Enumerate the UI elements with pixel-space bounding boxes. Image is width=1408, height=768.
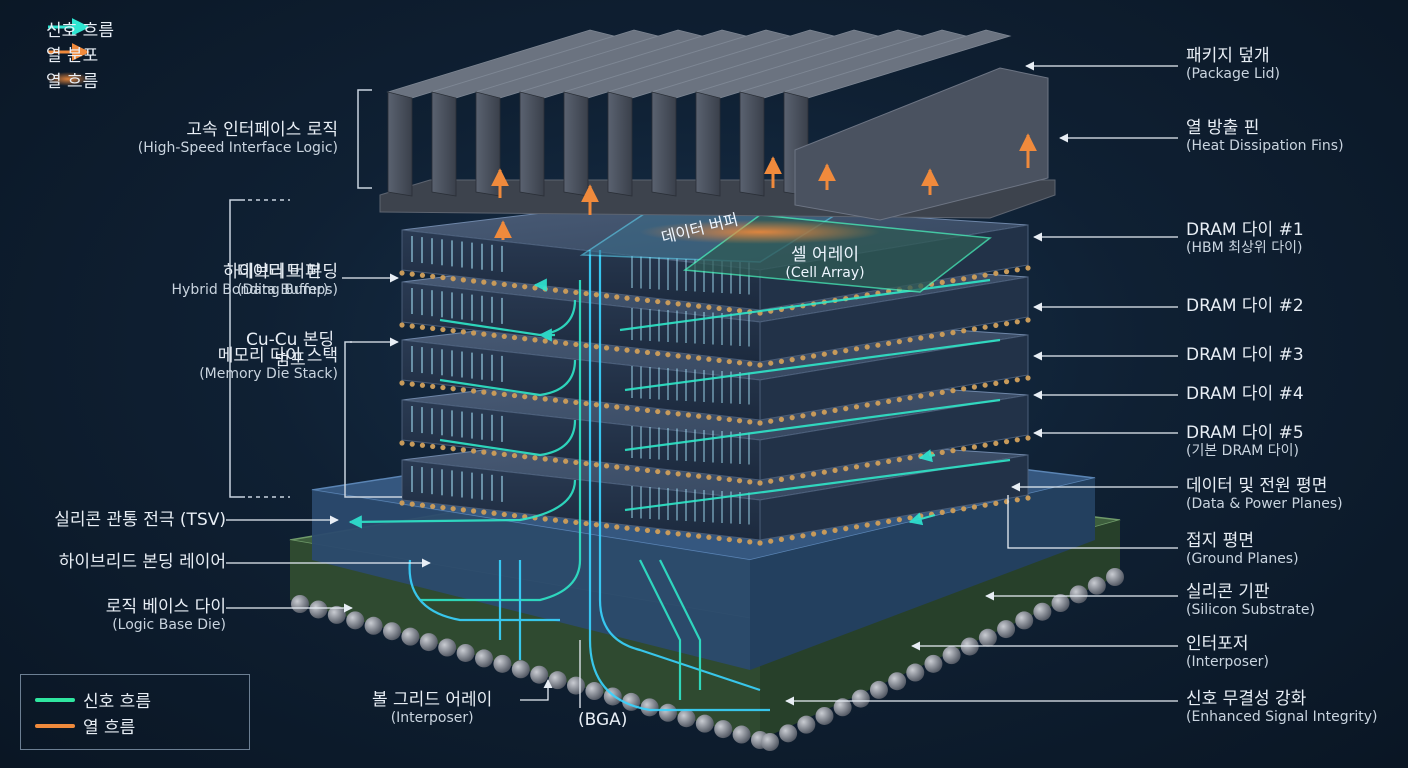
- leader-lines: [226, 61, 1178, 708]
- legend-heat-distribution: 열 분포: [46, 46, 99, 66]
- left-brackets: [229, 89, 402, 498]
- heat-glow: [640, 220, 880, 244]
- fin: [606, 29, 836, 197]
- legend-top-swatches: [46, 18, 90, 86]
- label-tsv: 실리콘 관통 전극 (TSV): [54, 510, 226, 530]
- label-dram-die-3: DRAM 다이 #3: [1186, 345, 1304, 365]
- legend-signal-flow: 신호 흐름: [46, 21, 114, 41]
- label-logic-base-die: 로직 베이스 다이(Logic Base Die): [105, 597, 226, 634]
- bga-balls: [291, 568, 1124, 751]
- label-hybrid-bonding-layer: 하이브리드 본딩 레이어: [58, 552, 226, 572]
- label-dram-die-2: DRAM 다이 #2: [1186, 296, 1304, 316]
- label-silicon-substrate: 실리콘 기판(Silicon Substrate): [1186, 582, 1315, 619]
- label-heat-fins: 열 방출 핀(Heat Dissipation Fins): [1186, 118, 1344, 155]
- interposer-front: [312, 490, 750, 670]
- label-dram-die-5: DRAM 다이 #5(기본 DRAM 다이): [1186, 423, 1304, 460]
- substrate-side: [760, 520, 1120, 740]
- heat-arrows: [491, 133, 1037, 240]
- label-ground-planes: 접지 평면(Ground Planes): [1186, 531, 1299, 568]
- legend-box: 신호 흐름 열 흐름: [20, 674, 250, 750]
- interposer-side: [750, 478, 1095, 670]
- legend-heat-flow: 열 흐름: [46, 72, 99, 92]
- onchip-cell-array: 셀 어레이 (Cell Array): [785, 245, 865, 281]
- heat-dissipation-fins: [386, 29, 1049, 221]
- fin: [386, 29, 616, 197]
- signal-traces: [348, 250, 1011, 712]
- label-signal-integrity: 신호 무결성 강화(Enhanced Signal Integrity): [1186, 689, 1378, 726]
- label-package-lid: 패키지 덮개(Package Lid): [1186, 46, 1280, 83]
- fin: [518, 29, 748, 197]
- fin: [738, 29, 968, 197]
- label-interposer: 인터포저(Interposer): [1186, 634, 1269, 671]
- fin: [694, 29, 924, 197]
- label-dram-die-1: DRAM 다이 #1(HBM 최상위 다이): [1186, 220, 1304, 257]
- legend-signal-swatch: [35, 698, 75, 702]
- label-ball-grid-array: 볼 그리드 어레이(Interposer): [372, 690, 493, 727]
- substrate-front: [290, 540, 760, 740]
- fin: [650, 29, 880, 197]
- label-memory-die-stack: 메모리 다이 스택(Memory Die Stack): [199, 346, 338, 383]
- label-high-speed-interface: 고속 인터페이스 로직(High-Speed Interface Logic): [137, 120, 338, 157]
- legend-box-signal: 신호 흐름: [83, 692, 151, 712]
- legend-box-heat: 열 흐름: [83, 718, 136, 738]
- label-dram-die-4: DRAM 다이 #4: [1186, 384, 1304, 404]
- legend-heat-swatch: [35, 724, 75, 728]
- label-bga: (BGA): [578, 710, 628, 730]
- label-data-buffer: 데이터 버퍼(Data Buffer): [237, 262, 329, 299]
- package-lid: [794, 67, 1049, 221]
- label-data-power-planes: 데이터 및 전원 평면(Data & Power Planes): [1186, 476, 1343, 513]
